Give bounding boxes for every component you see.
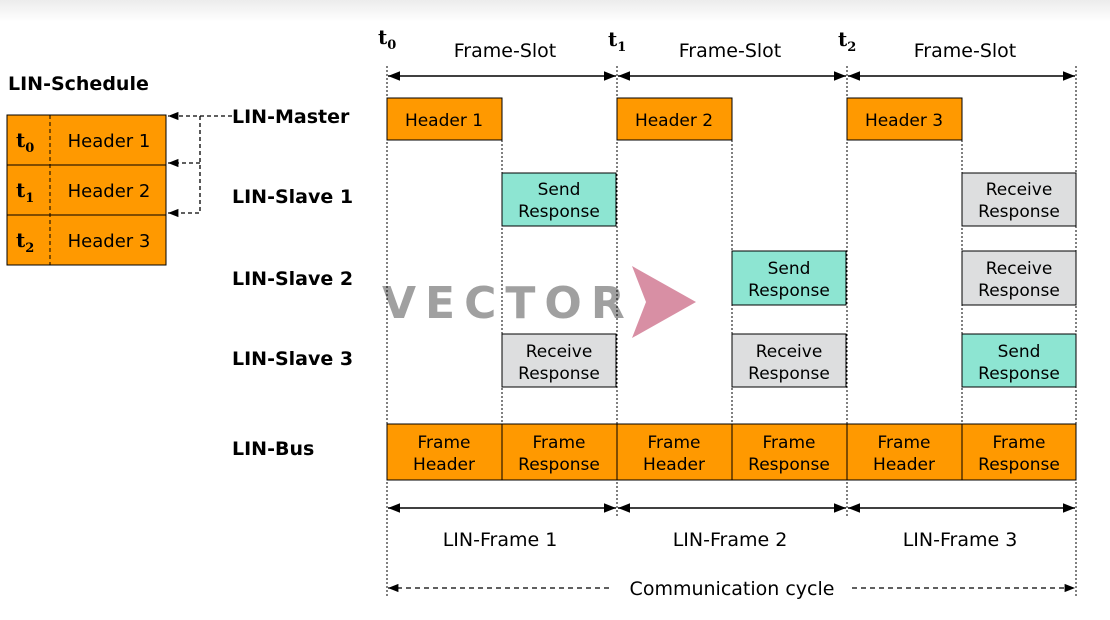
frame-slot-label: Frame-Slot — [679, 40, 781, 62]
time-marker: t1 — [608, 27, 626, 55]
schedule-row — [6, 214, 167, 266]
slave3-send-box — [961, 333, 1077, 388]
schedule-time-label: t2 — [16, 228, 34, 256]
slave3-receive-line2: Response — [748, 364, 830, 384]
slave3-send-line1: Send — [998, 342, 1041, 362]
slave2-send-line2: Response — [748, 281, 830, 301]
bus-cell-line1: Frame — [993, 433, 1046, 453]
schedule-header-label: Header 1 — [68, 131, 151, 152]
schedule-row — [6, 114, 167, 166]
schedule-header-label: Header 2 — [68, 181, 151, 202]
master-header-box — [386, 97, 503, 141]
slave2-send-line1: Send — [768, 259, 811, 279]
slave3-receive-box — [501, 333, 617, 388]
slave1-send-box — [501, 172, 617, 227]
watermark-chevron-icon — [632, 266, 696, 338]
bus-cell-line1: Frame — [418, 433, 471, 453]
time-marker: t0 — [378, 25, 396, 53]
schedule-header-label: Header 3 — [68, 231, 151, 252]
schedule-row — [6, 164, 167, 216]
schedule-pointer — [168, 111, 232, 218]
slave1-receive-line1: Receive — [986, 180, 1053, 200]
bus-cell-line1: Frame — [763, 433, 816, 453]
slave1-receive-box — [961, 172, 1077, 227]
lane-label-slave2: LIN-Slave 2 — [232, 268, 353, 290]
bus-cell-line2: Header — [413, 455, 475, 475]
lane-label-slave3: LIN-Slave 3 — [232, 348, 353, 370]
lane-label-master: LIN-Master — [232, 106, 350, 128]
schedule-title: LIN-Schedule — [8, 73, 149, 95]
slave2-receive-box — [961, 250, 1077, 306]
time-marker: t2 — [838, 27, 856, 55]
bus-cell-line1: Frame — [878, 433, 931, 453]
lane-label-bus: LIN-Bus — [232, 438, 314, 460]
slave3-receive-box — [731, 333, 847, 388]
time-gridlines — [386, 66, 1077, 598]
lane-label-slave1: LIN-Slave 1 — [232, 186, 353, 208]
master-header-label: Header 3 — [865, 111, 943, 131]
bus-cell-line2: Response — [518, 455, 600, 475]
slave2-send-box — [731, 250, 847, 306]
slave3-send-line2: Response — [978, 364, 1060, 384]
slave3-receive-line2: Response — [518, 364, 600, 384]
master-headers: Header 1 Header 2 Header 3 — [386, 97, 963, 141]
master-header-box — [616, 97, 733, 141]
lin-frame-label: LIN-Frame 1 — [443, 529, 558, 551]
slave3-receive-line1: Receive — [756, 342, 823, 362]
slave3-receive-line1: Receive — [526, 342, 593, 362]
lin-frame-label: LIN-Frame 2 — [673, 529, 788, 551]
bus-cell-line1: Frame — [648, 433, 701, 453]
bus-cell-line1: Frame — [533, 433, 586, 453]
lin-frame-label: LIN-Frame 3 — [903, 529, 1018, 551]
schedule-time-label: t0 — [16, 128, 34, 156]
master-header-label: Header 2 — [635, 111, 713, 131]
schedule-time-label: t1 — [16, 178, 34, 206]
frame-slot-label: Frame-Slot — [454, 40, 556, 62]
slave1-receive-line2: Response — [978, 202, 1060, 222]
bus-cell-line2: Header — [873, 455, 935, 475]
lin-bus-row: Frame Header Frame Response Frame Header… — [386, 423, 1077, 481]
slave2-receive-line1: Receive — [986, 259, 1053, 279]
schedule-table: t0 t1 t2 Header 1 Header 2 Header 3 — [6, 114, 167, 266]
watermark-text: VECTOR — [382, 278, 634, 329]
bus-cell-line2: Header — [643, 455, 705, 475]
frame-slot-label: Frame-Slot — [914, 40, 1016, 62]
master-header-label: Header 1 — [405, 111, 483, 131]
slave1-send-line1: Send — [538, 180, 581, 200]
slave2-receive-line2: Response — [978, 281, 1060, 301]
communication-cycle-label: Communication cycle — [630, 578, 835, 600]
vector-watermark: VECTOR — [382, 266, 696, 338]
bus-cell-line2: Response — [748, 455, 830, 475]
bus-cell-line2: Response — [978, 455, 1060, 475]
master-header-box — [846, 97, 963, 141]
slave1-send-line2: Response — [518, 202, 600, 222]
